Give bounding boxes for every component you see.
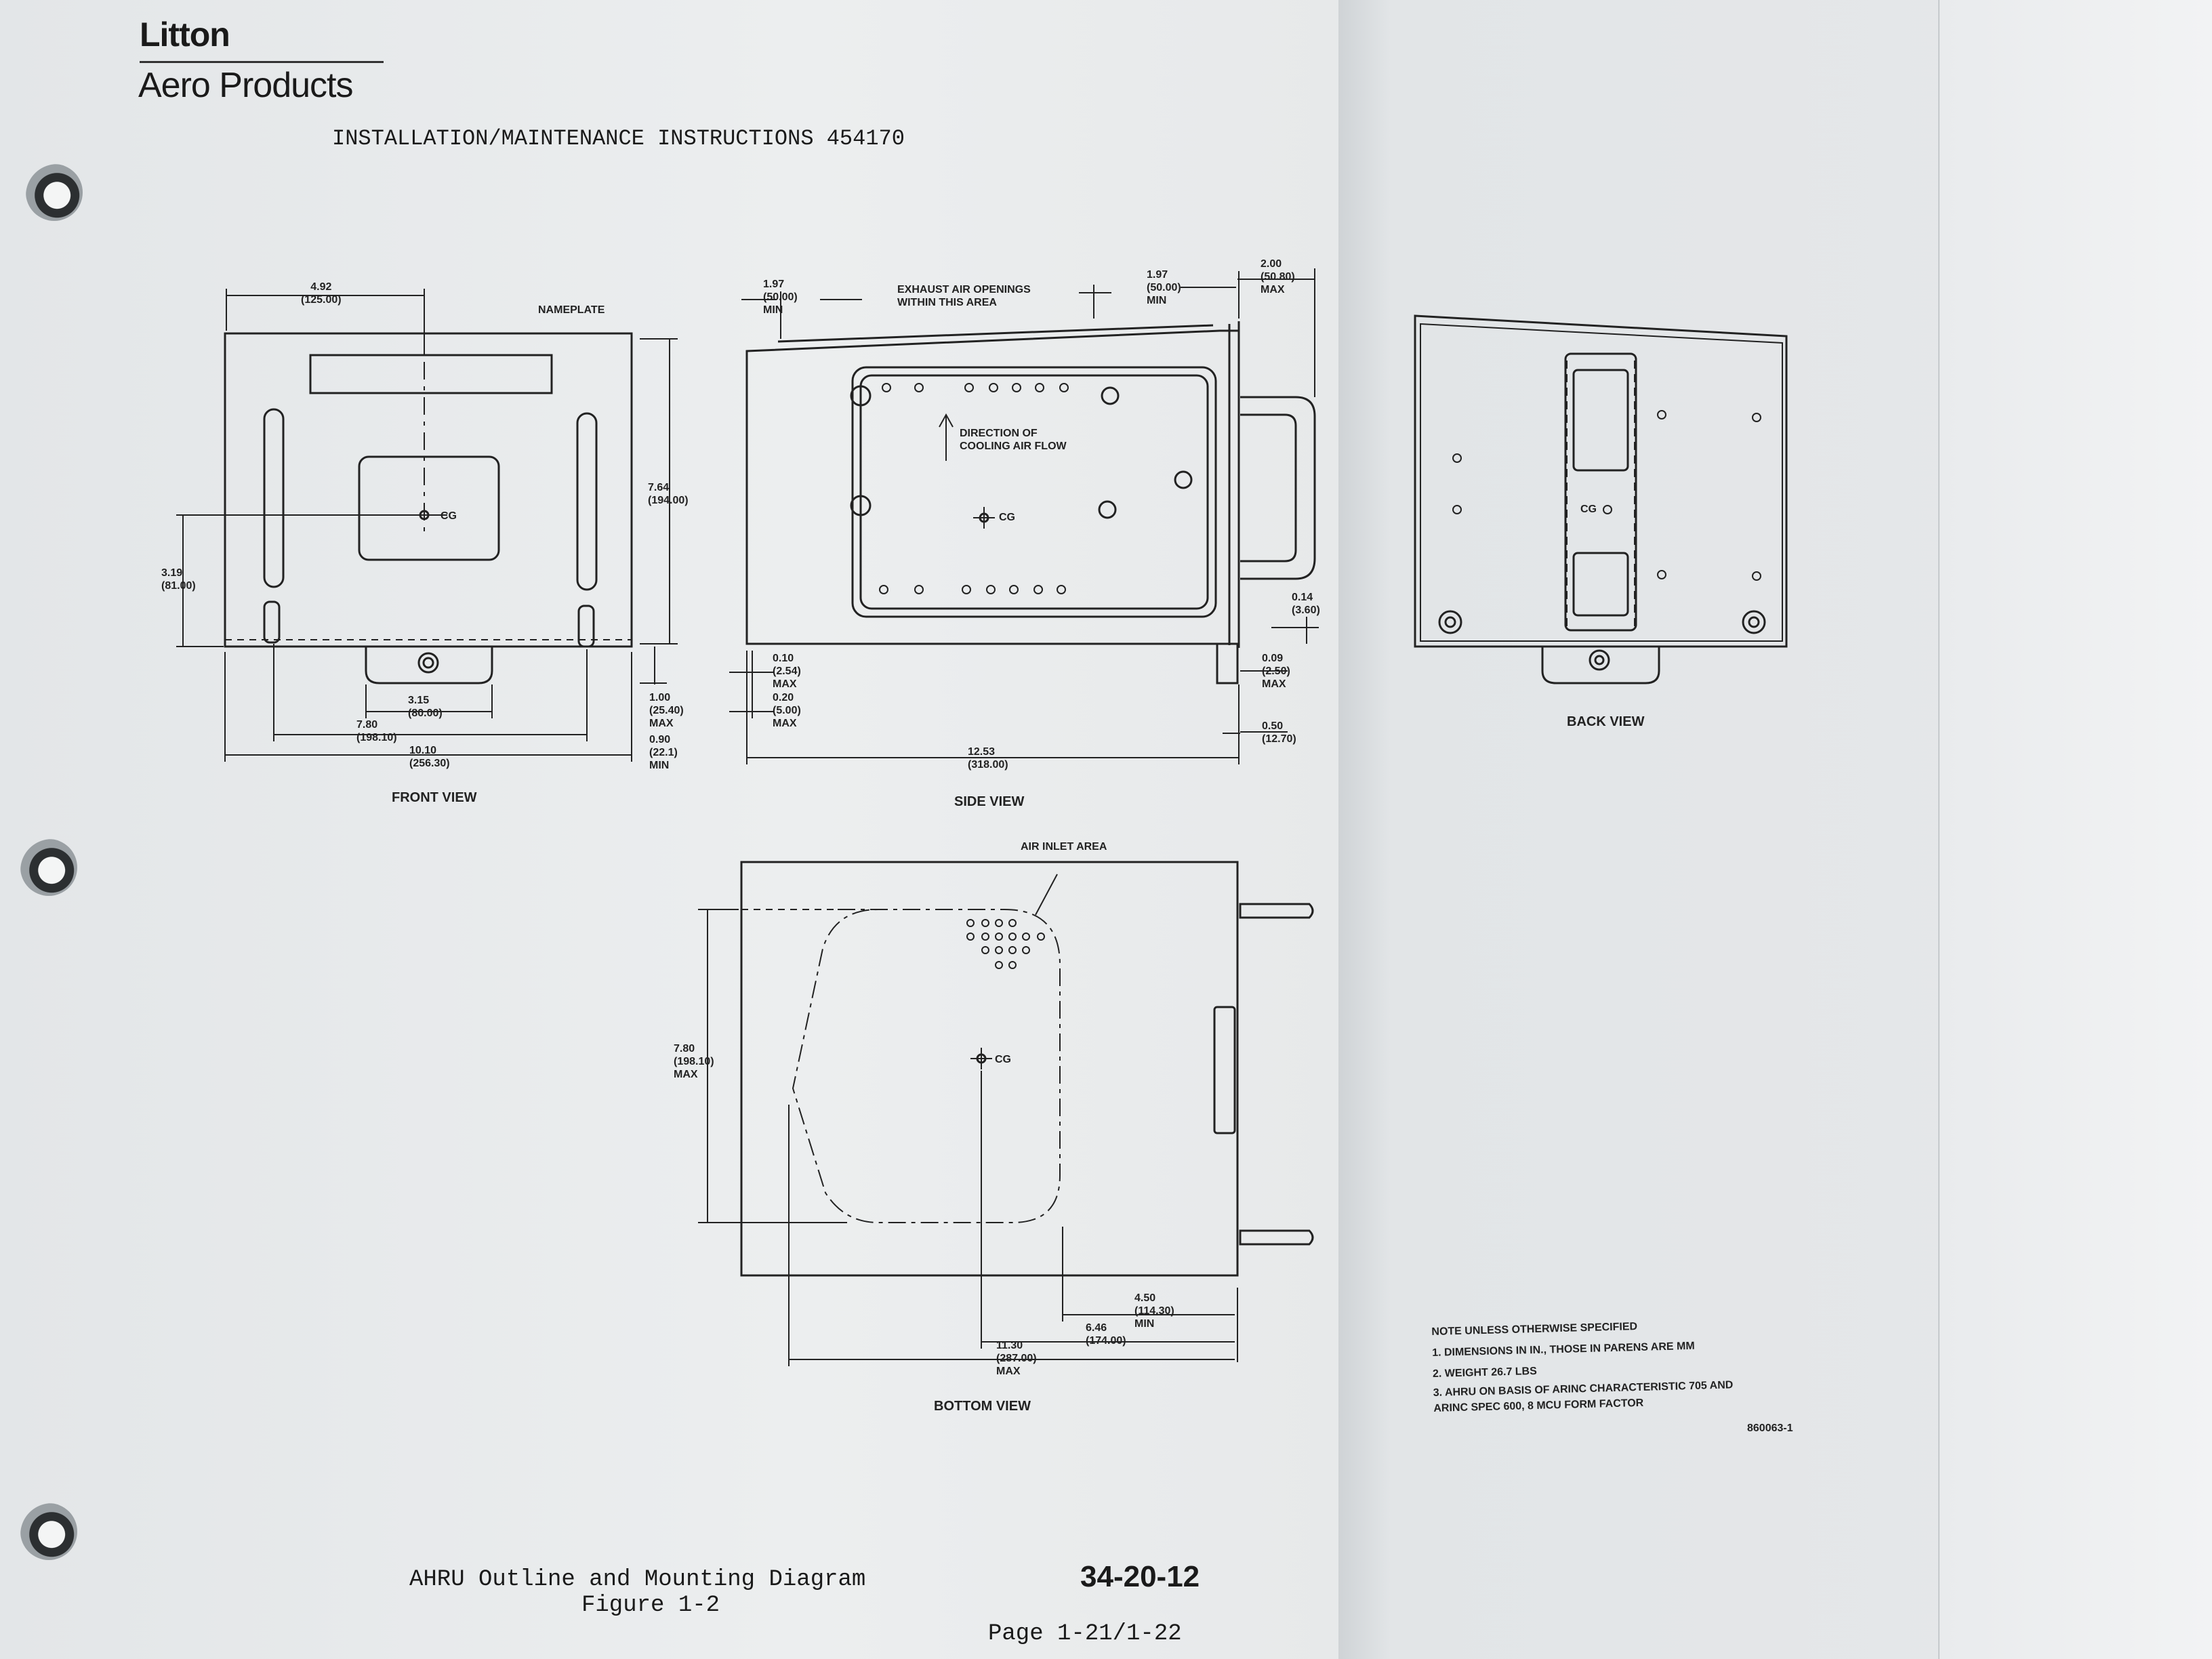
front-overall-width-dim: 10.10 (256.30) [409,745,450,769]
front-slot-span-dim: 7.80 (198.10) [356,719,397,743]
page-number: Page 1-21/1-22 [988,1621,1182,1647]
page-edge [1938,0,2212,1659]
front-cg-height-dim: 3.19 (81.00) [161,567,196,592]
document-page-left [0,0,1338,1659]
side-view-label: SIDE VIEW [954,794,1025,809]
drawing-number: 860063-1 [1747,1422,1793,1434]
front-height-dim: 7.64 (194.00) [648,482,689,506]
side-length-dim: 12.53 (318.00) [968,746,1008,771]
front-view-label: FRONT VIEW [392,790,477,805]
figure-caption: AHRU Outline and Mounting Diagram [409,1567,866,1593]
brand-logo: Litton [140,16,230,54]
side-airflow-label: DIRECTION OF COOLING AIR FLOW [960,428,1067,452]
document-title: INSTALLATION/MAINTENANCE INSTRUCTIONS 45… [332,126,905,151]
bottom-d2-dim: 6.46 (174.00) [1086,1322,1126,1347]
front-cg-label: CG [441,510,457,522]
bottom-view-drawing [698,861,1314,1366]
side-left-min-dim: 1.97 (50.00) MIN [763,279,798,316]
side-lip2-dim: 0.20 (5.00) MAX [773,692,801,729]
side-view-drawing [729,268,1319,764]
bottom-view-label: BOTTOM VIEW [934,1399,1031,1414]
back-view-drawing [1414,314,1788,684]
front-foot-min-dim: 0.90 (22.1) MIN [649,734,678,771]
brand-division: Aero Products [138,66,353,105]
back-view-label: BACK VIEW [1567,714,1645,729]
side-handle-max-dim: 2.00 (50.80) MAX [1261,258,1295,295]
front-nameplate-label: NAMEPLATE [538,304,605,316]
bottom-depth-dim: 7.80 (198.10) MAX [674,1043,714,1080]
side-flange-dim: 0.14 (3.60) [1292,592,1320,616]
binder-hole-bottom [20,1503,77,1560]
side-rear1-dim: 0.09 (2.50) MAX [1262,653,1290,690]
bottom-air-inlet-label: AIR INLET AREA [1021,841,1107,853]
front-foot-max-dim: 1.00 (25.40) MAX [649,692,684,729]
side-lip1-dim: 0.10 (2.54) MAX [773,653,801,690]
side-right-min-dim: 1.97 (50.00) MIN [1147,269,1181,306]
side-cg-label: CG [999,512,1015,523]
front-view-drawing [176,289,678,762]
side-exhaust-label: EXHAUST AIR OPENINGS WITHIN THIS AREA [897,284,1031,308]
binder-hole-top [26,164,83,221]
figure-number: Figure 1-2 [581,1593,720,1618]
notes-block: NOTE UNLESS OTHERWISE SPECIFIED 1. DIMEN… [1431,1313,1734,1416]
brand-rule [140,61,384,63]
section-number: 34-20-12 [1080,1560,1200,1593]
bottom-d3-dim: 11.30 (287.00) MAX [996,1340,1037,1377]
binder-hole-middle [20,839,77,896]
back-cg-label: CG [1580,504,1597,515]
side-rear2-dim: 0.50 (12.70) [1262,720,1296,745]
bottom-d1-dim: 4.50 (114.30) MIN [1134,1292,1174,1330]
front-foot-width-dim: 3.15 (80.00) [408,695,443,719]
bottom-cg-label: CG [995,1054,1011,1065]
front-top-width-dim: 4.92 (125.00) [301,281,342,306]
